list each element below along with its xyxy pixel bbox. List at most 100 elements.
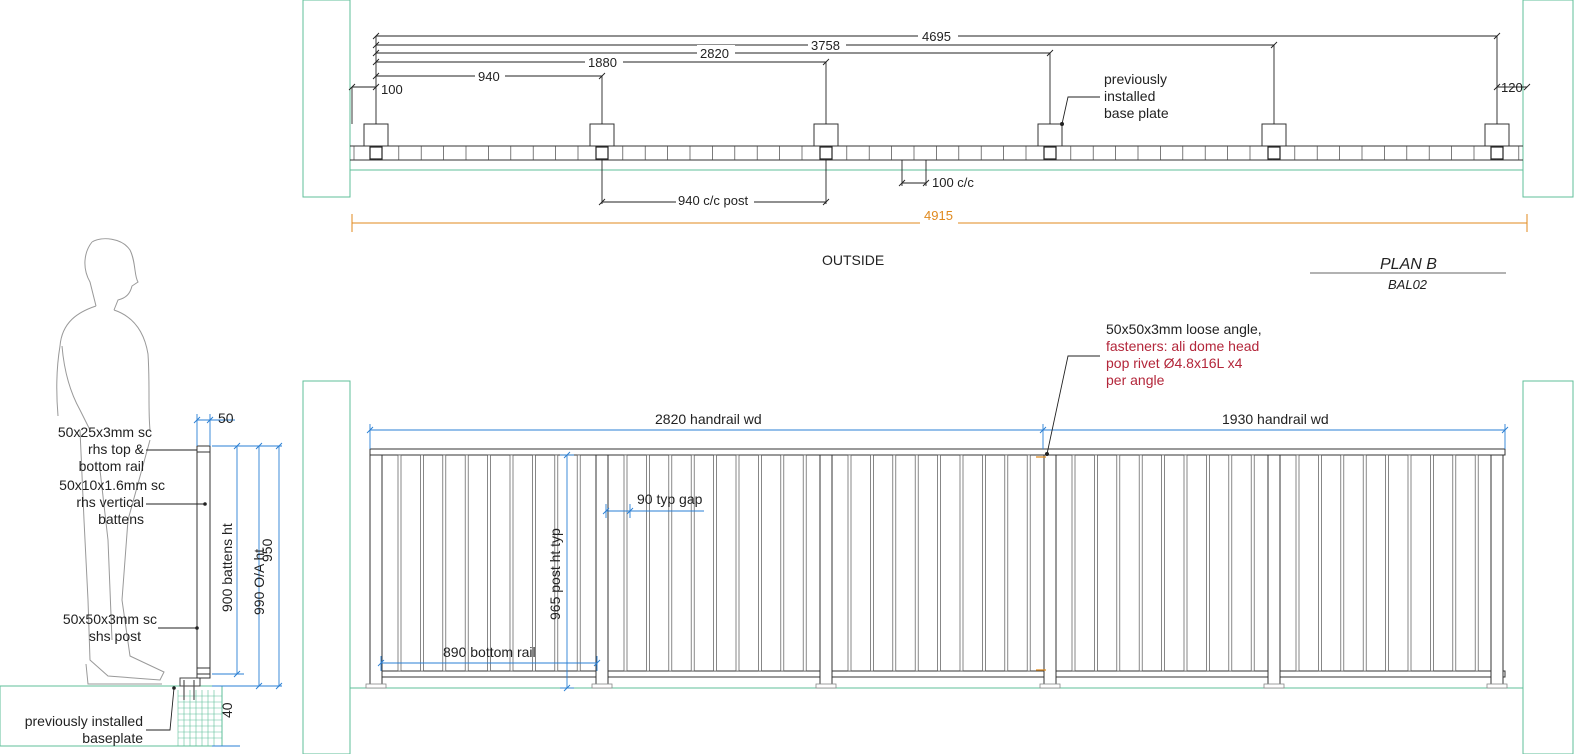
plan-view: 4695 3758 2820 1880 940 100 120 previous…: [302, 0, 1574, 292]
right-wall-elev: [1522, 380, 1574, 754]
elevation-batten: [1318, 454, 1322, 672]
elevation-batten: [914, 454, 919, 672]
elevation-base-plate: [1039, 683, 1061, 689]
elevation-batten: [690, 454, 695, 672]
section-leaders: [146, 449, 205, 731]
left-wall-elev: [302, 380, 351, 754]
elevation-base-plate: [1263, 683, 1285, 689]
dim-2820: 2820: [700, 46, 729, 61]
angle-leader: [1046, 355, 1100, 455]
dim-940: 940: [478, 69, 500, 84]
elevation-batten: [1250, 454, 1255, 672]
batten-note-3: battens: [98, 511, 144, 527]
handrail-1930: 1930 handrail wd: [1222, 411, 1329, 427]
note-base-plate-3: base plate: [1104, 105, 1169, 121]
top-rail-note-3: bottom rail: [79, 458, 144, 474]
elevation-batten: [1362, 454, 1367, 672]
bottom-rail-label: 890 bottom rail: [443, 644, 536, 660]
base-plate: [589, 123, 615, 147]
base-plate: [363, 123, 389, 147]
plan-posts: [363, 123, 1510, 160]
elevation-batten: [1183, 454, 1188, 672]
elevation-base-plate: [591, 683, 613, 689]
elevation-batten: [420, 454, 424, 672]
elevation-batten: [802, 454, 807, 672]
top-rail-note-1: 50x25x3mm sc: [58, 424, 152, 440]
fastener-note-1: fasteners: ali dome head: [1106, 338, 1259, 354]
elevation-batten: [1340, 454, 1345, 672]
plan-post: [819, 146, 833, 160]
angle-note: 50x50x3mm loose angle,: [1106, 321, 1262, 337]
h40-label: 40: [219, 702, 235, 718]
note-base-plate-1: previously: [1104, 71, 1167, 87]
slab-hatch: [177, 690, 222, 746]
base-plate: [1261, 123, 1287, 147]
elevation-posts: [365, 454, 1508, 689]
elevation-batten: [1094, 454, 1098, 672]
elevation-batten: [937, 454, 941, 672]
person-figure: [56, 238, 165, 685]
elevation-post: [1043, 454, 1057, 687]
elevation-view: 50x50x3mm loose angle, fasteners: ali do…: [302, 321, 1574, 754]
elevation-batten: [1474, 454, 1479, 672]
elevation-batten: [713, 454, 717, 672]
elevation-batten: [1004, 454, 1009, 672]
bottom-rail: [369, 670, 1506, 678]
elevation-base-plate: [815, 683, 837, 689]
elevation-batten: [576, 454, 581, 672]
elevation-batten: [1138, 454, 1143, 672]
post-note-1: 50x50x3mm sc: [63, 611, 157, 627]
fastener-note-2: pop rivet Ø4.8x16L x4: [1106, 355, 1243, 371]
top-rail-note-2: rhs top &: [88, 441, 145, 457]
elevation-batten: [442, 454, 447, 672]
elevation-batten: [509, 454, 514, 672]
section-top-rail: [196, 445, 211, 453]
elevation-batten: [623, 454, 628, 672]
elevation-batten: [554, 454, 559, 672]
elevation-post: [1490, 454, 1504, 687]
elevation-batten: [1116, 454, 1121, 672]
overall-4915: 4915: [924, 208, 953, 223]
elevation-base-plate: [1486, 683, 1508, 689]
elevation-batten: [847, 454, 852, 672]
elevation-batten: [758, 454, 762, 672]
elevation-batten: [1295, 454, 1300, 672]
elevation-batten: [892, 454, 897, 672]
elevation-post: [595, 454, 609, 687]
plan-post: [1490, 146, 1504, 160]
section-post: [196, 445, 211, 679]
dim-1880: 1880: [588, 55, 617, 70]
elevation-post: [819, 454, 833, 687]
baseplate-note-1: previously installed: [25, 713, 143, 729]
elevation-batten: [487, 454, 491, 672]
elevation-batten: [870, 454, 874, 672]
elevation-batten: [1026, 454, 1031, 672]
dim-940-cc: 940 c/c post: [678, 193, 748, 208]
elevation-batten: [668, 454, 673, 672]
leader-dot: [1060, 122, 1064, 126]
plan-post: [595, 146, 609, 160]
dim-100: 100: [381, 82, 403, 97]
elevation-batten: [1161, 454, 1165, 672]
anchor-bolts: [183, 680, 195, 700]
elevation-batten: [982, 454, 986, 672]
left-wall-plan: [302, 0, 351, 198]
post-note-2: shs post: [89, 628, 141, 644]
section-width-50: 50: [218, 410, 234, 426]
gap-label: 90 typ gap: [637, 491, 703, 507]
batten-note-1: 50x10x1.6mm sc: [59, 477, 165, 493]
elevation-post: [1267, 454, 1281, 687]
elevation-batten: [1430, 454, 1434, 672]
section-view: 50 50x25x3mm sc rhs top & bottom rail 50…: [0, 238, 283, 747]
oa-ht-label: 990 O/A ht: [251, 549, 267, 615]
baseplate-note-2: baseplate: [82, 730, 143, 746]
base-plate: [813, 123, 839, 147]
plan-post: [1043, 146, 1057, 160]
elevation-batten: [397, 454, 402, 672]
top-handrail: [369, 448, 1506, 456]
elevation-batten: [1385, 454, 1389, 672]
elevation-batten: [464, 454, 469, 672]
post-ht-label: 965 post ht typ: [547, 528, 563, 620]
plan-title: PLAN B: [1380, 256, 1437, 273]
